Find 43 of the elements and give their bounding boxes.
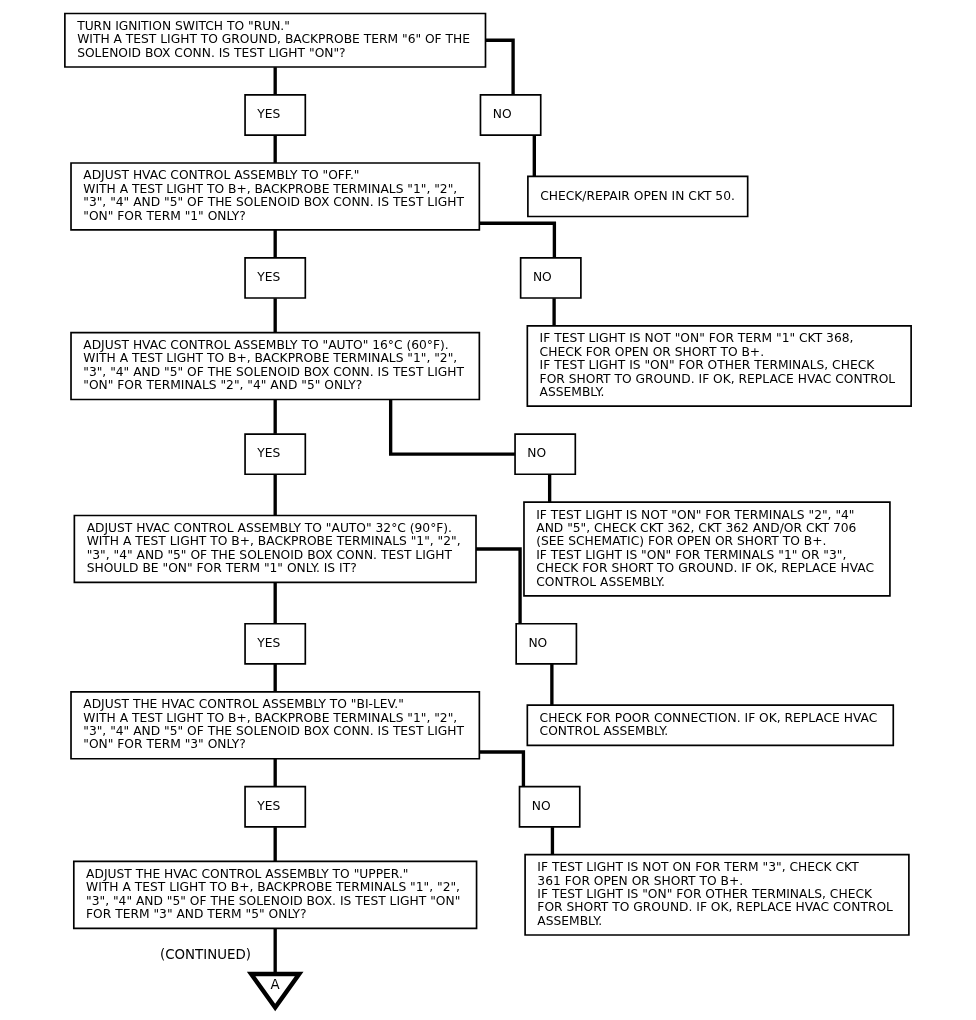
connector: [273, 758, 277, 786]
connector: [273, 229, 277, 257]
connector: [550, 826, 555, 854]
node-box: ADJUST THE HVAC CONTROL ASSEMBLY TO "UPPER." WITH A TEST LIGHT TO B+, BACKPROBE TERMINALS "1", "2", "3", "4" AND "5" OF THE SOLENOID BOX. IS TEST LIGHT "ON" FOR TERM "3" AND TERM "5" ONLY?: [72, 860, 478, 929]
connector: [273, 663, 277, 692]
connector: [273, 928, 277, 974]
connector: [273, 399, 277, 434]
connector: [273, 297, 277, 332]
node-box: YES: [244, 93, 307, 136]
node-box: NO: [518, 785, 581, 828]
connector: [550, 663, 554, 705]
node-box: YES: [244, 785, 307, 828]
connector: [479, 221, 557, 257]
connector: [532, 134, 536, 176]
connector: [547, 473, 552, 502]
connector: [273, 582, 277, 623]
connector: [273, 134, 277, 163]
node-box: NO: [515, 622, 578, 665]
node-box: ADJUST HVAC CONTROL ASSEMBLY TO "AUTO" 16°C (60°F). WITH A TEST LIGHT TO B+, BACKPROBE TERMINALS "1", "2", "3", "4" AND "5" OF THE SOLENOID BOX CONN. IS TEST LIGHT "ON" FOR TERMINALS "2", "4" AND "5" ONLY?: [70, 331, 481, 400]
node-label: (CONTINUED): [159, 946, 251, 962]
node-box: NO: [479, 93, 542, 136]
connector: [479, 749, 526, 786]
node-box: ADJUST THE HVAC CONTROL ASSEMBLY TO "BI-LEV." WITH A TEST LIGHT TO B+, BACKPROBE TERMINALS "1", "2", "3", "4" AND "5" OF THE SOLENOID BOX CONN. IS TEST LIGHT "ON" FOR TERM "3" ONLY?: [70, 690, 481, 760]
node-box: IF TEST LIGHT IS NOT "ON" FOR TERMINALS "2", "4" AND "5", CHECK CKT 362, CKT 362 AND/OR CKT 706 (SEE SCHEMATIC) FOR OPEN OR SHORT TO B+. IF TEST LIGHT IS "ON" FOR TERMINALS "1" OR "3", CHECK FOR SHORT TO GROUND. IF OK, REPLACE HVAC CONTROL ASSEMBLY.: [523, 500, 891, 597]
node-box: IF TEST LIGHT IS NOT "ON" FOR TERM "1" CKT 368, CHECK FOR OPEN OR SHORT TO B+. IF TEST LIGHT IS "ON" FOR OTHER TERMINALS, CHECK FOR SHORT TO GROUND. IF OK, REPLACE HVAC CONTROL ASSEMBLY.: [526, 324, 912, 407]
node-box: NO: [519, 256, 582, 299]
node-box: TURN IGNITION SWITCH TO "RUN." WITH A TEST LIGHT TO GROUND, BACKPROBE TERM "6" OF THE SOLENOID BOX CONN. IS TEST LIGHT "ON"?: [64, 12, 487, 68]
node-box: CHECK/REPAIR OPEN IN CKT 50.: [527, 175, 749, 217]
connector: [273, 66, 277, 95]
connector: [273, 826, 277, 861]
node-box: IF TEST LIGHT IS NOT ON FOR TERM "3", CHECK CKT 361 FOR OPEN OR SHORT TO B+. IF TEST LIGHT IS "ON" FOR OTHER TERMINALS, CHECK FOR SHORT TO GROUND. IF OK, REPLACE HVAC CONTROL ASSEMBLY.: [524, 853, 910, 936]
node-box: YES: [244, 432, 307, 475]
connector: [552, 297, 556, 326]
node-box: YES: [244, 256, 307, 299]
node-box: CHECK FOR POOR CONNECTION. IF OK, REPLACE HVAC CONTROL ASSEMBLY.: [526, 703, 895, 746]
node-box: ADJUST HVAC CONTROL ASSEMBLY TO "AUTO" 32°C (90°F). WITH A TEST LIGHT TO B+, BACKPROBE TERMINALS "1", "2", "3", "4" AND "5" OF THE SOLENOID BOX CONN. TEST LIGHT SHOULD BE "ON" FOR TERM "1" ONLY. IS IT?: [73, 514, 477, 583]
node-box: ADJUST HVAC CONTROL ASSEMBLY TO "OFF." WITH A TEST LIGHT TO B+, BACKPROBE TERMINALS "1", "2", "3", "4" AND "5" OF THE SOLENOID BOX CONN. IS TEST LIGHT "ON" FOR TERM "1" ONLY?: [70, 161, 481, 231]
node-box: NO: [514, 432, 577, 475]
connector: [485, 38, 515, 95]
node-box: YES: [244, 622, 307, 665]
connector: [389, 399, 515, 456]
connector: [273, 473, 277, 515]
connector: [476, 546, 522, 624]
